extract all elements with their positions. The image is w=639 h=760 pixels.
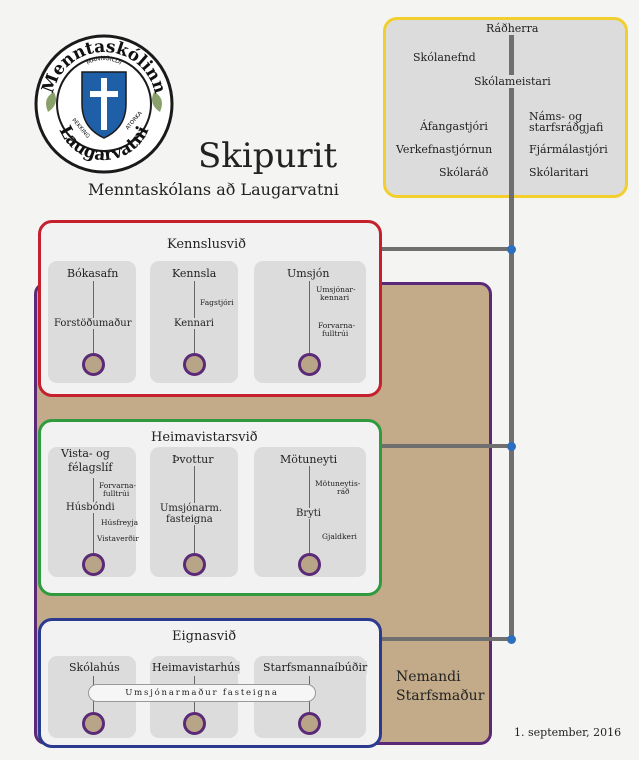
husbondi-label: Húsbóndi xyxy=(66,502,115,513)
person-circle xyxy=(298,712,321,735)
heimavistarsvid-connector xyxy=(382,444,512,448)
umsjonarkennari-label-line2: kennari xyxy=(320,293,350,302)
vista-label-line1: Vista- og xyxy=(61,447,110,460)
main-vertical-connector xyxy=(509,28,514,643)
kennslusvid-title: Kennslusvið xyxy=(167,237,247,252)
nams-starfsradgjafi-label-line2: starfsráðgjafi xyxy=(529,121,604,134)
person-circle xyxy=(183,712,206,735)
radherra-label: Ráðherra xyxy=(484,22,541,35)
forvarnafulltrui-label-line2: fulltrúi xyxy=(322,329,349,338)
date-label: 1. september, 2016 xyxy=(514,726,622,739)
eignasvid-title: Eignasvið xyxy=(172,629,237,644)
umsjonarm-fasteigna-label-line1: Umsjónarm. xyxy=(160,503,223,514)
fagstjori-label: Fagstjóri xyxy=(200,298,234,307)
heimavistarhus-label: Heimavistarhús xyxy=(152,661,241,674)
forvarnafulltrui-label-line1: Forvarna- xyxy=(99,481,137,490)
umsjonarkennari-label-line1: Umsjónar- xyxy=(316,285,356,294)
husfreyja-label: Húsfreyja xyxy=(101,518,139,527)
seal-shield-top-text: MANNGILDI xyxy=(85,55,123,67)
heimavistarsvid-title: Heimavistarsvið xyxy=(151,430,258,445)
page-title: Skipurit xyxy=(198,136,338,176)
verkefnastjornun-label: Verkefnastjórnun xyxy=(396,143,493,156)
person-circle xyxy=(298,553,321,576)
skolarad-label: Skólaráð xyxy=(439,166,489,179)
thvottur-label: Þvottur xyxy=(172,453,214,466)
person-circle xyxy=(183,553,206,576)
starfsmadur-label: Starfsmaður xyxy=(396,688,485,704)
forstodumadur-label: Forstöðumaður xyxy=(54,318,132,329)
motuneyti-label: Mötuneyti xyxy=(280,453,338,466)
kennari-label: Kennari xyxy=(174,318,214,329)
person-circle xyxy=(82,353,105,376)
bokasafn-label: Bókasafn xyxy=(67,267,119,280)
vista-line xyxy=(93,478,94,558)
person-circle xyxy=(82,553,105,576)
motuneytisrad-label-line2: ráð xyxy=(337,487,350,496)
svg-text:MANNGILDI: MANNGILDI xyxy=(85,55,123,67)
forvarnafulltrui-label-line1: Forvarna- xyxy=(318,321,356,330)
starfsmannabudir-label: Starfsmannaíbúðir xyxy=(263,661,368,674)
skolahus-label: Skólahús xyxy=(69,661,120,674)
skolameistari-label: Skólameistari xyxy=(472,75,553,88)
umsjon-label: Umsjón xyxy=(287,267,330,280)
person-circle xyxy=(183,353,206,376)
page-subtitle: Menntaskólans að Laugarvatni xyxy=(88,180,339,199)
person-circle xyxy=(82,712,105,735)
nemandi-label: Nemandi xyxy=(396,669,461,685)
kennsla-label: Kennsla xyxy=(172,267,217,280)
vista-label-line2: félagslíf xyxy=(68,461,113,474)
afangastjori-label: Áfangastjóri xyxy=(420,120,488,133)
motuneytisrad-label-line1: Mötuneytis- xyxy=(315,479,361,488)
umsjon-line xyxy=(309,281,310,363)
connector-dot xyxy=(507,245,516,254)
kennslusvid-connector xyxy=(382,247,512,251)
forvarnafulltrui-label-line2: fulltrúi xyxy=(103,489,130,498)
eignasvid-connector xyxy=(382,637,512,641)
person-circle xyxy=(298,353,321,376)
gjaldkeri-label: Gjaldkeri xyxy=(322,532,357,541)
school-seal-logo: Menntaskólinn Laugarvatni MANNGILDI ÞEKK… xyxy=(34,34,174,174)
skolaritari-label: Skólaritari xyxy=(529,166,589,179)
umsjonarmadur-fasteigna-bar: Umsjónarmaður fasteigna xyxy=(88,684,316,702)
nams-starfsradgjafi-label-line1: Náms- og xyxy=(529,110,583,123)
connector-dot xyxy=(507,635,516,644)
connector-dot xyxy=(507,442,516,451)
bryti-label: Bryti xyxy=(296,508,321,519)
management-box xyxy=(383,17,628,198)
skolanefnd-label: Skólanefnd xyxy=(413,51,476,64)
umsjonarm-fasteigna-label-line2: fasteigna xyxy=(166,514,213,525)
vistaverdir-label: Vistaverðir xyxy=(97,534,139,543)
fjarmalastjori-label: Fjármálastjóri xyxy=(529,143,608,156)
